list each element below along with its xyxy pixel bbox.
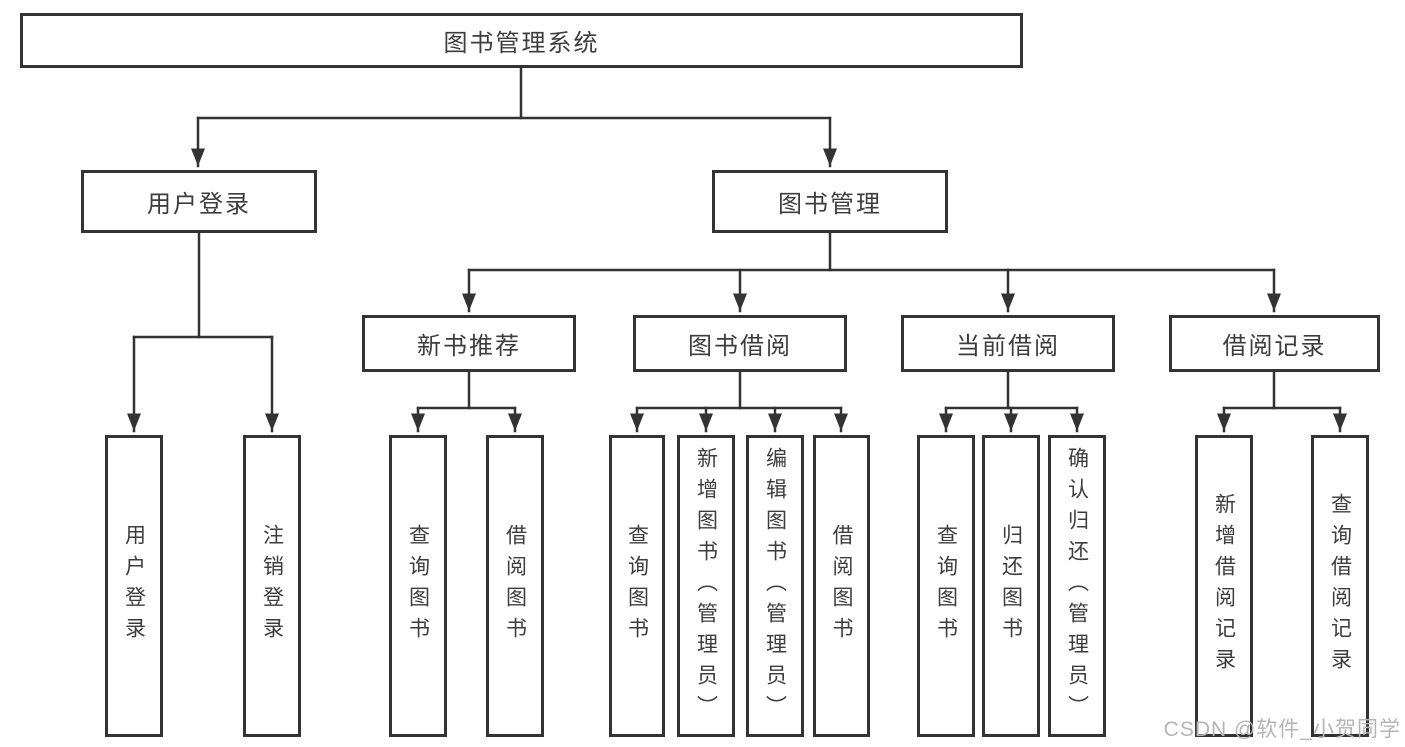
node-book-management: 图书管理 bbox=[712, 170, 948, 233]
leaf-label: 归还图书 bbox=[999, 524, 1023, 648]
leaf-label: 用户登录 bbox=[122, 524, 146, 648]
node-current-borrowing: 当前借阅 bbox=[901, 315, 1115, 372]
node-borrowing-records: 借阅记录 bbox=[1169, 315, 1380, 372]
node-new-book-recommendation: 新书推荐 bbox=[362, 315, 576, 372]
csdn-watermark: CSDN @软件_小贺同学 bbox=[1163, 718, 1401, 741]
node-book-borrowing: 图书借阅 bbox=[633, 315, 847, 372]
leaf-label: 编辑图书（管理员） bbox=[763, 446, 787, 726]
node-label: 图书管理系统 bbox=[443, 30, 600, 57]
leaf-user-login: 用户登录 bbox=[105, 435, 163, 737]
node-user-login: 用户登录 bbox=[81, 170, 317, 233]
node-library-management-system: 图书管理系统 bbox=[20, 13, 1023, 68]
leaf-borrow-books-borrowing: 借阅图书 bbox=[813, 435, 870, 737]
node-label: 新书推荐 bbox=[417, 333, 521, 360]
leaf-query-books-current: 查询图书 bbox=[917, 435, 975, 737]
leaf-query-borrow-record: 查询借阅记录 bbox=[1311, 435, 1369, 737]
node-label: 当前借阅 bbox=[956, 333, 1060, 360]
leaf-query-books-recommend: 查询图书 bbox=[389, 435, 447, 737]
leaf-label: 借阅图书 bbox=[830, 524, 853, 648]
node-label: 借阅记录 bbox=[1222, 333, 1327, 360]
leaf-label: 借阅图书 bbox=[503, 524, 527, 648]
leaf-label: 注销登录 bbox=[260, 524, 284, 648]
leaf-return-books: 归还图书 bbox=[982, 435, 1040, 737]
leaf-label: 新增图书（管理员） bbox=[694, 446, 718, 726]
leaf-add-books-admin: 新增图书（管理员） bbox=[677, 435, 735, 737]
leaf-edit-books-admin: 编辑图书（管理员） bbox=[746, 435, 804, 737]
node-label: 图书管理 bbox=[778, 191, 882, 218]
leaf-logout-login: 注销登录 bbox=[243, 435, 301, 737]
node-label: 图书借阅 bbox=[688, 333, 792, 360]
leaf-borrow-books-recommend: 借阅图书 bbox=[486, 435, 544, 737]
leaf-add-borrow-record: 新增借阅记录 bbox=[1195, 435, 1253, 737]
leaf-label: 查询借阅记录 bbox=[1328, 493, 1352, 679]
leaf-label: 查询图书 bbox=[625, 524, 649, 648]
leaf-label: 新增借阅记录 bbox=[1212, 493, 1236, 679]
node-label: 用户登录 bbox=[147, 191, 251, 218]
leaf-query-books-borrowing: 查询图书 bbox=[609, 435, 665, 737]
leaf-confirm-return-admin: 确认归还（管理员） bbox=[1048, 435, 1106, 737]
leaf-label: 查询图书 bbox=[934, 524, 958, 648]
leaf-label: 查询图书 bbox=[406, 524, 430, 648]
leaf-label: 确认归还（管理员） bbox=[1065, 446, 1089, 726]
